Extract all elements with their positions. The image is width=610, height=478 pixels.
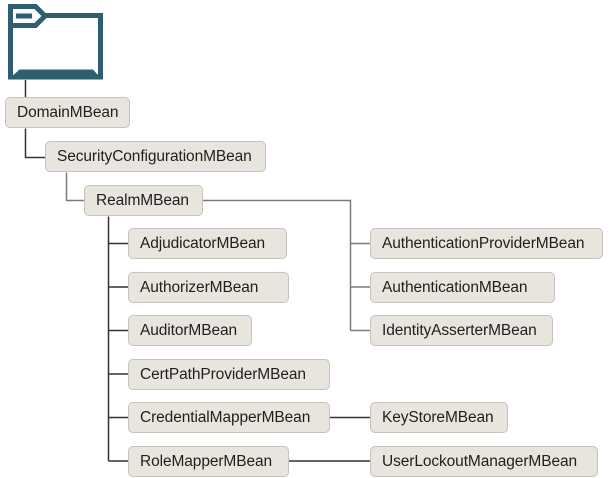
node-rolemappermbean: RoleMapperMBean bbox=[128, 446, 289, 477]
node-adjudicatormbean: AdjudicatorMBean bbox=[128, 228, 287, 259]
node-certpathprovidermbean: CertPathProviderMBean bbox=[128, 359, 330, 390]
node-realmmbean: RealmMBean bbox=[84, 185, 203, 216]
node-authorizermbean: AuthorizerMBean bbox=[128, 272, 289, 303]
node-authenticationmbean: AuthenticationMBean bbox=[370, 272, 555, 303]
node-userlockoutmanagermbean: UserLockoutManagerMBean bbox=[370, 446, 598, 477]
node-securityconfigurationmbean: SecurityConfigurationMBean bbox=[45, 141, 266, 172]
node-auditormbean: AuditorMBean bbox=[128, 315, 252, 346]
node-identityassertermbean: IdentityAsserterMBean bbox=[370, 315, 553, 346]
folder-icon bbox=[8, 4, 103, 80]
node-keystorembean: KeyStoreMBean bbox=[370, 402, 508, 433]
node-authenticationprovidermbean: AuthenticationProviderMBean bbox=[370, 228, 603, 259]
node-domainmbean: DomainMBean bbox=[5, 97, 130, 128]
node-credentialmappermbean: CredentialMapperMBean bbox=[128, 402, 330, 433]
